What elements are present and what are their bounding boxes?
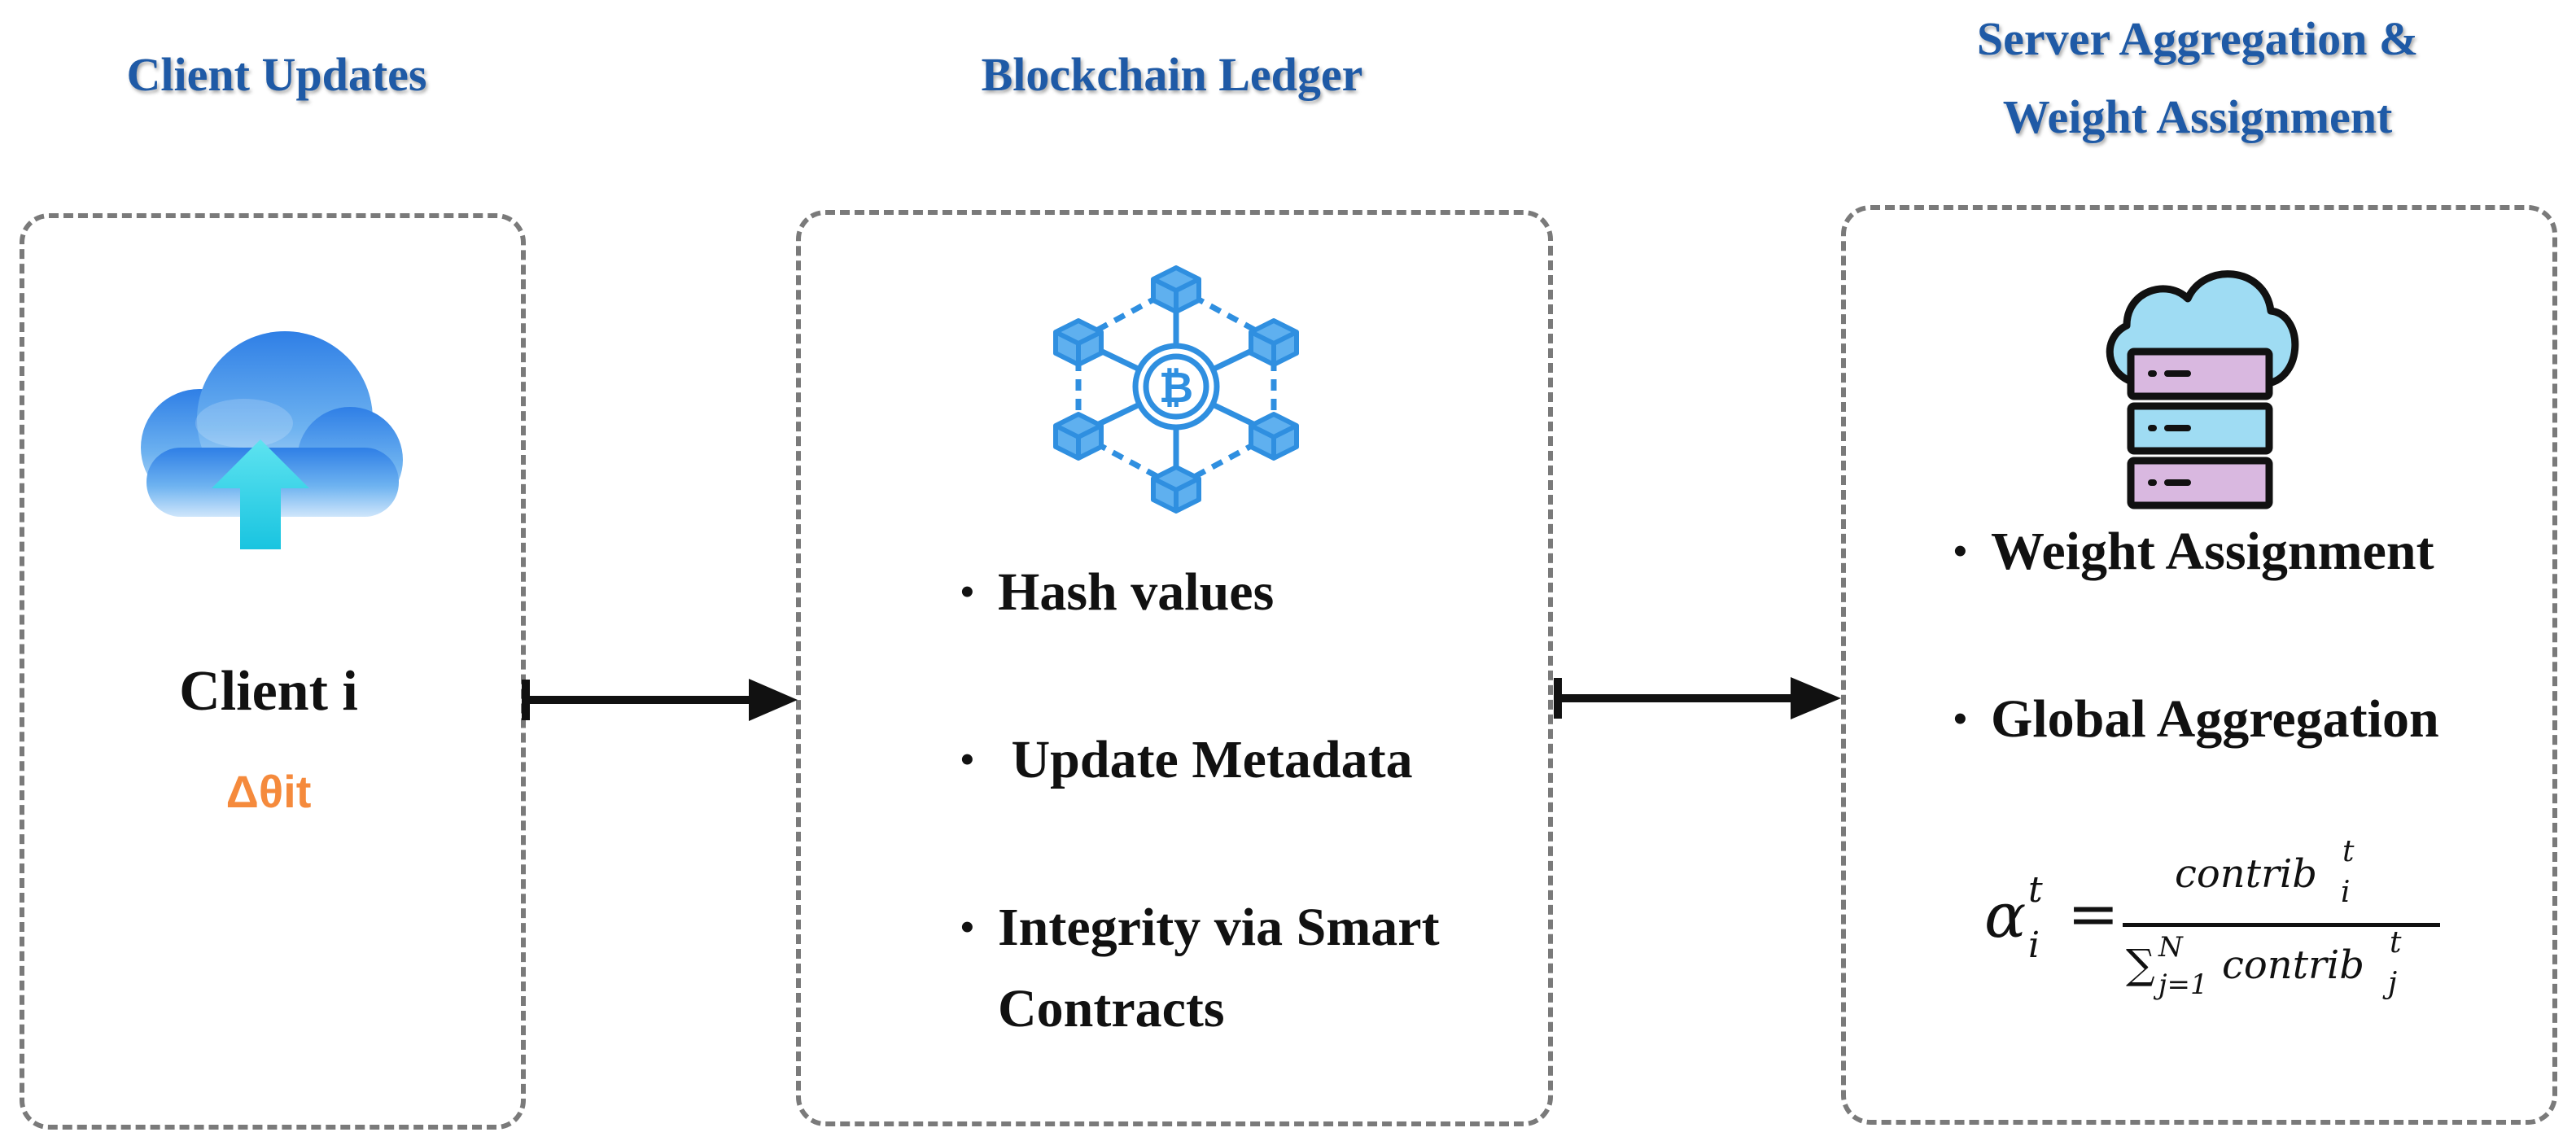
cloud-upload-icon (141, 331, 403, 549)
formula-denominator-sup: t (2390, 926, 2402, 960)
ledger-box (796, 210, 1553, 1126)
server-item-label: Global Aggregation (1991, 689, 2439, 749)
formula-numerator-sup: t (2342, 835, 2355, 868)
blockchain-network-icon: ₿ (1053, 265, 1299, 514)
ledger-item-smart-contracts: • Integrity via Smart Contracts (960, 887, 1514, 1050)
formula-sigma-upper: N (2158, 931, 2183, 964)
formula-alpha-sub: i (2028, 925, 2040, 966)
server-item-label: Weight Assignment (1991, 522, 2434, 581)
ledger-item-label: Hash values (998, 562, 1275, 622)
server-aggregation-title: Server Aggregation & Weight Assignment (1872, 0, 2523, 156)
client-to-ledger-arrow (522, 679, 798, 721)
ledger-item-hash-values: • Hash values (960, 552, 1514, 633)
formula-alpha-sup: t (2028, 869, 2043, 911)
bullet-dot: • (1953, 697, 1967, 741)
svg-text:₿: ₿ (1159, 364, 1193, 413)
bullet-dot: • (960, 570, 974, 614)
ledger-item-label: Update Metadata (998, 730, 1413, 789)
formula-sigma-lower: j=1 (2158, 968, 2208, 1001)
ledger-to-server-arrow (1554, 677, 1841, 719)
formula-numerator: contrib (2175, 851, 2318, 897)
formula-denominator-sub: j (2388, 967, 2398, 1000)
server-title-line-1: Server Aggregation & (1976, 12, 2419, 65)
server-item-global-aggregation: • Global Aggregation (1953, 679, 2539, 760)
server-item-weight-assignment: • Weight Assignment (1953, 511, 2539, 592)
ledger-item-update-metadata: • Update Metadata (960, 719, 1514, 801)
client-label: Client i (179, 660, 358, 723)
client-updates-title: Client Updates (126, 48, 427, 101)
cloud-server-icon (2106, 270, 2299, 509)
formula-denominator: contrib (2222, 942, 2365, 988)
server-title-line-2: Weight Assignment (2002, 90, 2393, 143)
bullet-dot: • (960, 738, 974, 781)
formula-sigma: ∑ (2126, 941, 2155, 988)
upload-arrow-icon (212, 439, 309, 549)
weight-formula: α t i = contrib t i ∑ N j=1 contrib t j (1978, 830, 2450, 1017)
formula-fraction-bar (2123, 923, 2440, 927)
formula-alpha: α (1984, 879, 2027, 951)
bullet-dot: • (1953, 530, 1967, 573)
server-box (1841, 205, 2557, 1125)
bullet-dot: • (960, 906, 974, 949)
blockchain-ledger-title: Blockchain Ledger (981, 48, 1363, 101)
client-box (20, 213, 526, 1130)
ledger-item-label: Integrity via Smart Contracts (998, 898, 1440, 1038)
formula-numerator-sub: i (2341, 876, 2351, 909)
formula-equals: = (2067, 877, 2119, 950)
client-delta-theta: Δθit (225, 766, 312, 817)
